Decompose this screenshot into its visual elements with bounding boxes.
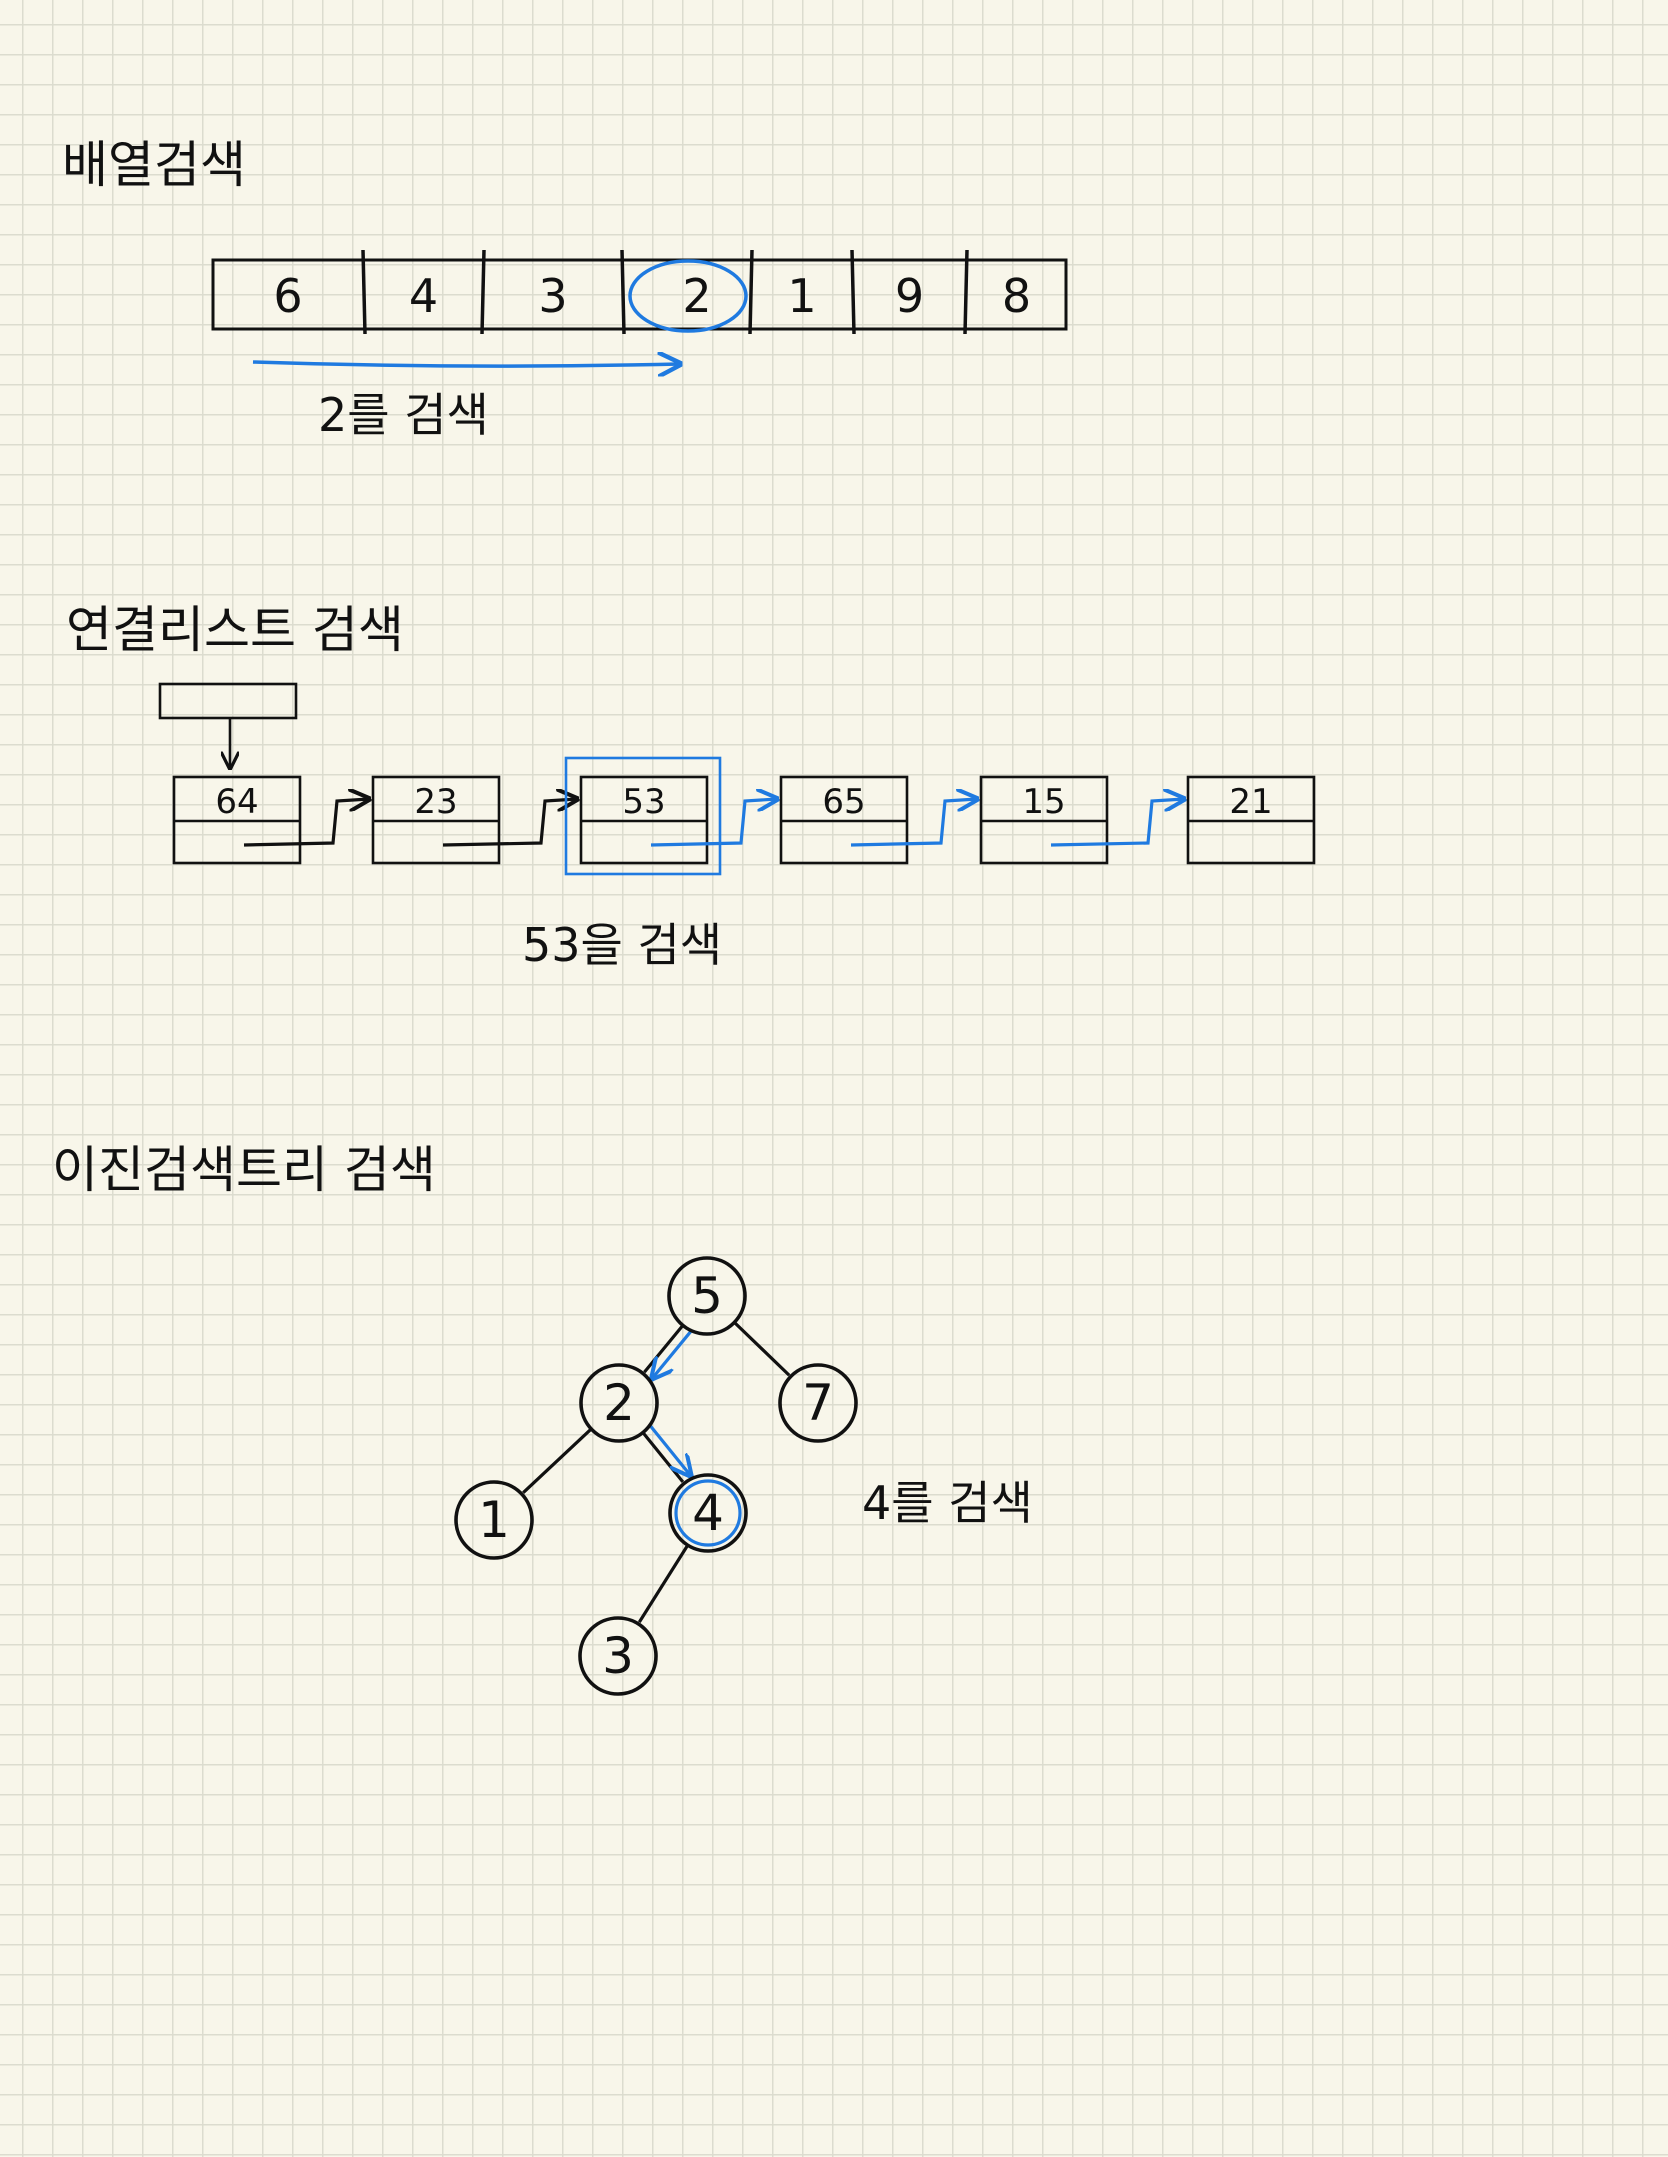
node-value: 21 [1229, 782, 1272, 822]
array-search-caption: 2를 검색 [318, 388, 489, 442]
bst-edge [637, 1544, 690, 1623]
array-search-arrow [252, 362, 680, 366]
bst-node: 7 [778, 1363, 858, 1443]
node-value: 15 [1022, 782, 1065, 822]
node-link-arrow [650, 799, 777, 847]
array-cell-value: 2 [682, 269, 711, 323]
linked-list-node: 64 [172, 775, 302, 865]
linked-list-node: 21 [1186, 775, 1316, 865]
linked-list-node: 23 [371, 775, 501, 865]
node-link-arrow [1050, 799, 1184, 847]
node-link-arrow [243, 799, 369, 847]
bst-node: 5 [667, 1256, 747, 1336]
linked-list-links [243, 799, 1184, 847]
array-cell-divider [480, 249, 486, 335]
array-cell-divider [361, 249, 367, 335]
bst-nodes: 52 7 1 4 3 [454, 1256, 858, 1696]
bst-section-title: 이진검색트리 검색 [52, 1141, 436, 1199]
array-cell-value: 4 [409, 269, 438, 323]
bst-edge [733, 1321, 791, 1377]
bst-node: 4 [668, 1473, 748, 1553]
bst-node-value: 5 [691, 1267, 723, 1325]
bst-edges [522, 1321, 791, 1623]
bst-node: 1 [454, 1480, 534, 1560]
bst-edge [522, 1427, 593, 1494]
node-value: 65 [822, 782, 865, 822]
bst-node: 3 [578, 1616, 658, 1696]
linked-list-node: 15 [979, 775, 1109, 865]
linked-list-search-caption: 53을 검색 [522, 918, 723, 972]
array-frame [211, 258, 1068, 331]
array-cell-value: 3 [538, 269, 567, 323]
array-cell-value: 8 [1002, 269, 1031, 323]
array-cell-divider [620, 249, 626, 335]
linked-list-diagram: 64 23 53 65 15 21 [158, 682, 1316, 876]
bst-node: 2 [579, 1363, 659, 1443]
array-cell-divider [963, 249, 969, 335]
bst-node-value: 4 [692, 1484, 724, 1542]
node-link-arrow [850, 799, 977, 847]
bst-search-path-arrow [652, 1330, 692, 1379]
bst-diagram: 52 7 1 4 3 [454, 1256, 858, 1696]
array-cells: 6 4 3 2 1 9 8 [273, 249, 1031, 335]
bst-target-highlight [674, 1479, 742, 1547]
array-target-circle [628, 259, 748, 333]
linked-list-node: 65 [779, 775, 909, 865]
bst-node-value: 3 [602, 1627, 634, 1685]
bst-node-circle [668, 1473, 748, 1553]
bst-node-circle [578, 1616, 658, 1696]
node-link-arrow [442, 799, 577, 847]
bst-node-value: 2 [603, 1374, 635, 1432]
node-value: 23 [414, 782, 457, 822]
array-diagram: 6 4 3 2 1 9 8 [211, 249, 1068, 366]
linked-list-head-pointer [158, 682, 298, 720]
bst-node-circle [667, 1256, 747, 1336]
bst-node-circle [778, 1363, 858, 1443]
bst-search-path-arrow [649, 1425, 691, 1475]
array-cell-value: 6 [273, 269, 302, 323]
array-section-title: 배열검색 [62, 136, 246, 194]
bst-node-circle [454, 1480, 534, 1560]
array-cell-value: 9 [895, 269, 924, 323]
bst-node-circle [579, 1363, 659, 1443]
array-cell-value: 1 [787, 269, 816, 323]
bst-search-caption: 4를 검색 [862, 1476, 1033, 1530]
linked-list-nodes: 64 23 53 65 15 21 [172, 775, 1316, 865]
linked-list-node: 53 [579, 775, 709, 865]
array-cell-divider [748, 249, 754, 335]
bst-node-value: 7 [802, 1374, 834, 1432]
linked-list-target-highlight [564, 756, 722, 876]
linked-list-section-title: 연결리스트 검색 [66, 601, 404, 659]
node-value: 64 [215, 782, 258, 822]
array-cell-divider [850, 249, 856, 335]
node-value: 53 [622, 782, 665, 822]
bst-node-value: 1 [478, 1491, 510, 1549]
